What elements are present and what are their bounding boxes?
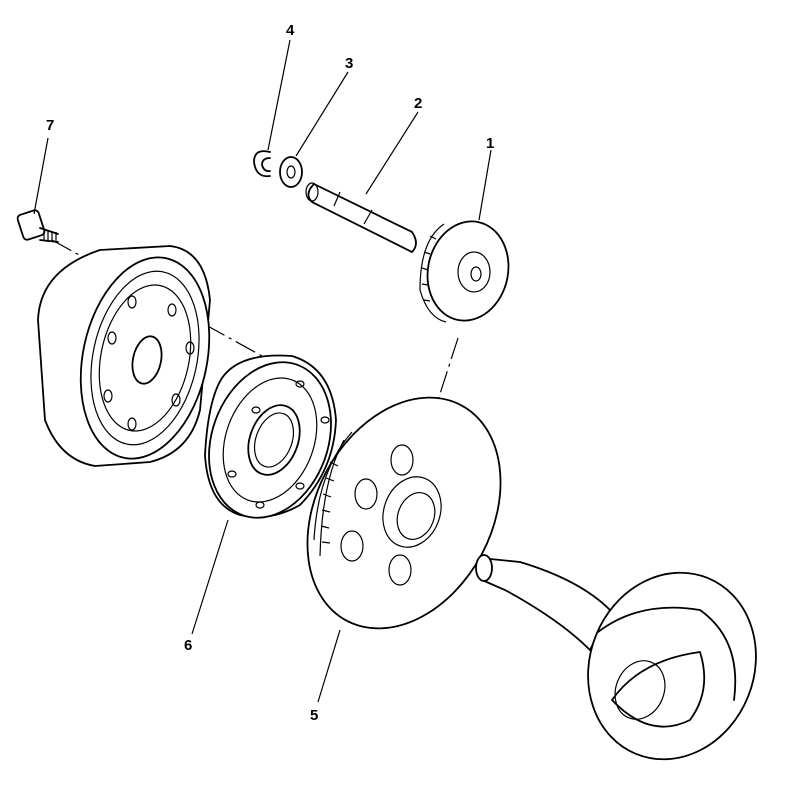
leader-lines [33, 39, 492, 703]
callout-7: 7 [46, 117, 55, 134]
bolt-part [16, 209, 59, 243]
callout-2: 2 [414, 95, 423, 112]
circlip-part [253, 150, 271, 178]
starter-idle-gear-part [419, 220, 510, 323]
starter-wheel-gear-part [306, 396, 502, 630]
callout-1: 1 [486, 135, 495, 152]
callout-5: 5 [310, 707, 319, 724]
starter-clutch-part [204, 354, 337, 519]
callout-3: 3 [345, 55, 354, 72]
callout-6: 6 [184, 637, 193, 654]
washer-part [279, 156, 303, 188]
rotor-part [37, 245, 211, 467]
idle-gear-shaft-part [305, 182, 417, 254]
callout-4: 4 [286, 22, 295, 39]
crankshaft-part [475, 554, 757, 761]
assembly-centerline-gear [437, 337, 459, 401]
